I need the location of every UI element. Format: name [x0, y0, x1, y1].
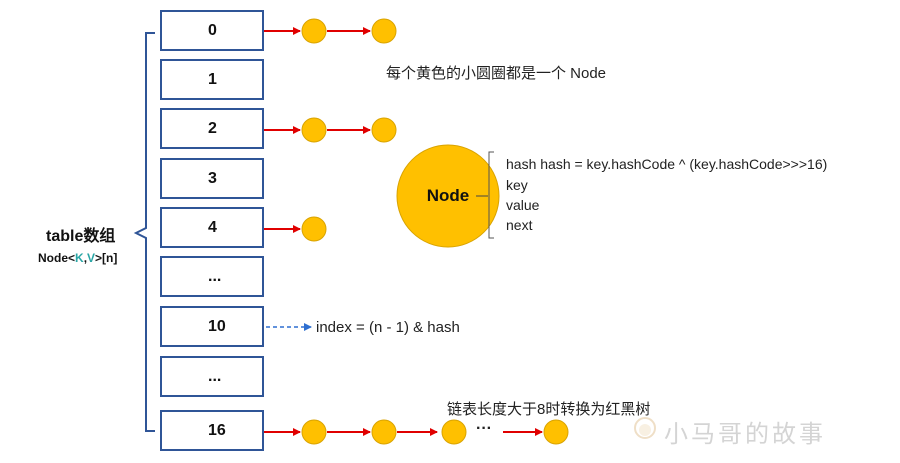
- table-brace: [133, 32, 155, 432]
- table-array-title: table数组: [46, 228, 116, 245]
- node-circle: [441, 419, 467, 445]
- watermark-logo: [634, 417, 656, 439]
- table-cell: ...: [160, 256, 264, 297]
- red-black-caption: 链表长度大于8时转换为红黑树: [447, 401, 651, 418]
- node-circle: [371, 117, 397, 143]
- type-open: <: [68, 251, 76, 265]
- table-cell: 4: [160, 207, 264, 248]
- node-circle: [301, 419, 327, 445]
- type-prefix: Node: [38, 251, 68, 265]
- table-cell: 2: [160, 108, 264, 149]
- node-field-key: key: [506, 177, 528, 193]
- type-param-k: K: [75, 251, 84, 265]
- node-field-value: value: [506, 197, 540, 213]
- chain-ellipsis: ···: [476, 420, 492, 437]
- node-caption: 每个黄色的小圆圈都是一个 Node: [386, 65, 607, 82]
- node-circle: [371, 419, 397, 445]
- table-cell: 10: [160, 306, 264, 347]
- type-comma: ,: [83, 251, 88, 265]
- table-cell: 1: [160, 59, 264, 100]
- node-big-label: Node: [426, 186, 470, 205]
- chain-arrows: [257, 27, 543, 436]
- type-param-v: V: [87, 251, 96, 265]
- fields-brace: [488, 151, 494, 239]
- node-circle: [301, 216, 327, 242]
- node-circle: [371, 18, 397, 44]
- table-cell: 16: [160, 410, 264, 451]
- node-field-next: next: [506, 217, 533, 233]
- type-suffix: >[n]: [95, 251, 118, 265]
- node-field-hash: hash hash = key.hashCode ^ (key.hashCode…: [506, 156, 828, 172]
- node-circle: [543, 419, 569, 445]
- table-cell: ...: [160, 356, 264, 397]
- node-big-circle: [396, 144, 500, 248]
- table-cell: 0: [160, 10, 264, 51]
- watermark-text: 小马哥的故事: [664, 420, 826, 448]
- node-circle: [301, 18, 327, 44]
- index-formula: index = (n - 1) & hash: [316, 319, 460, 336]
- node-circle: [301, 117, 327, 143]
- table-cell: 3: [160, 158, 264, 199]
- node-type-label: Node<K,V>[n]: [38, 251, 117, 265]
